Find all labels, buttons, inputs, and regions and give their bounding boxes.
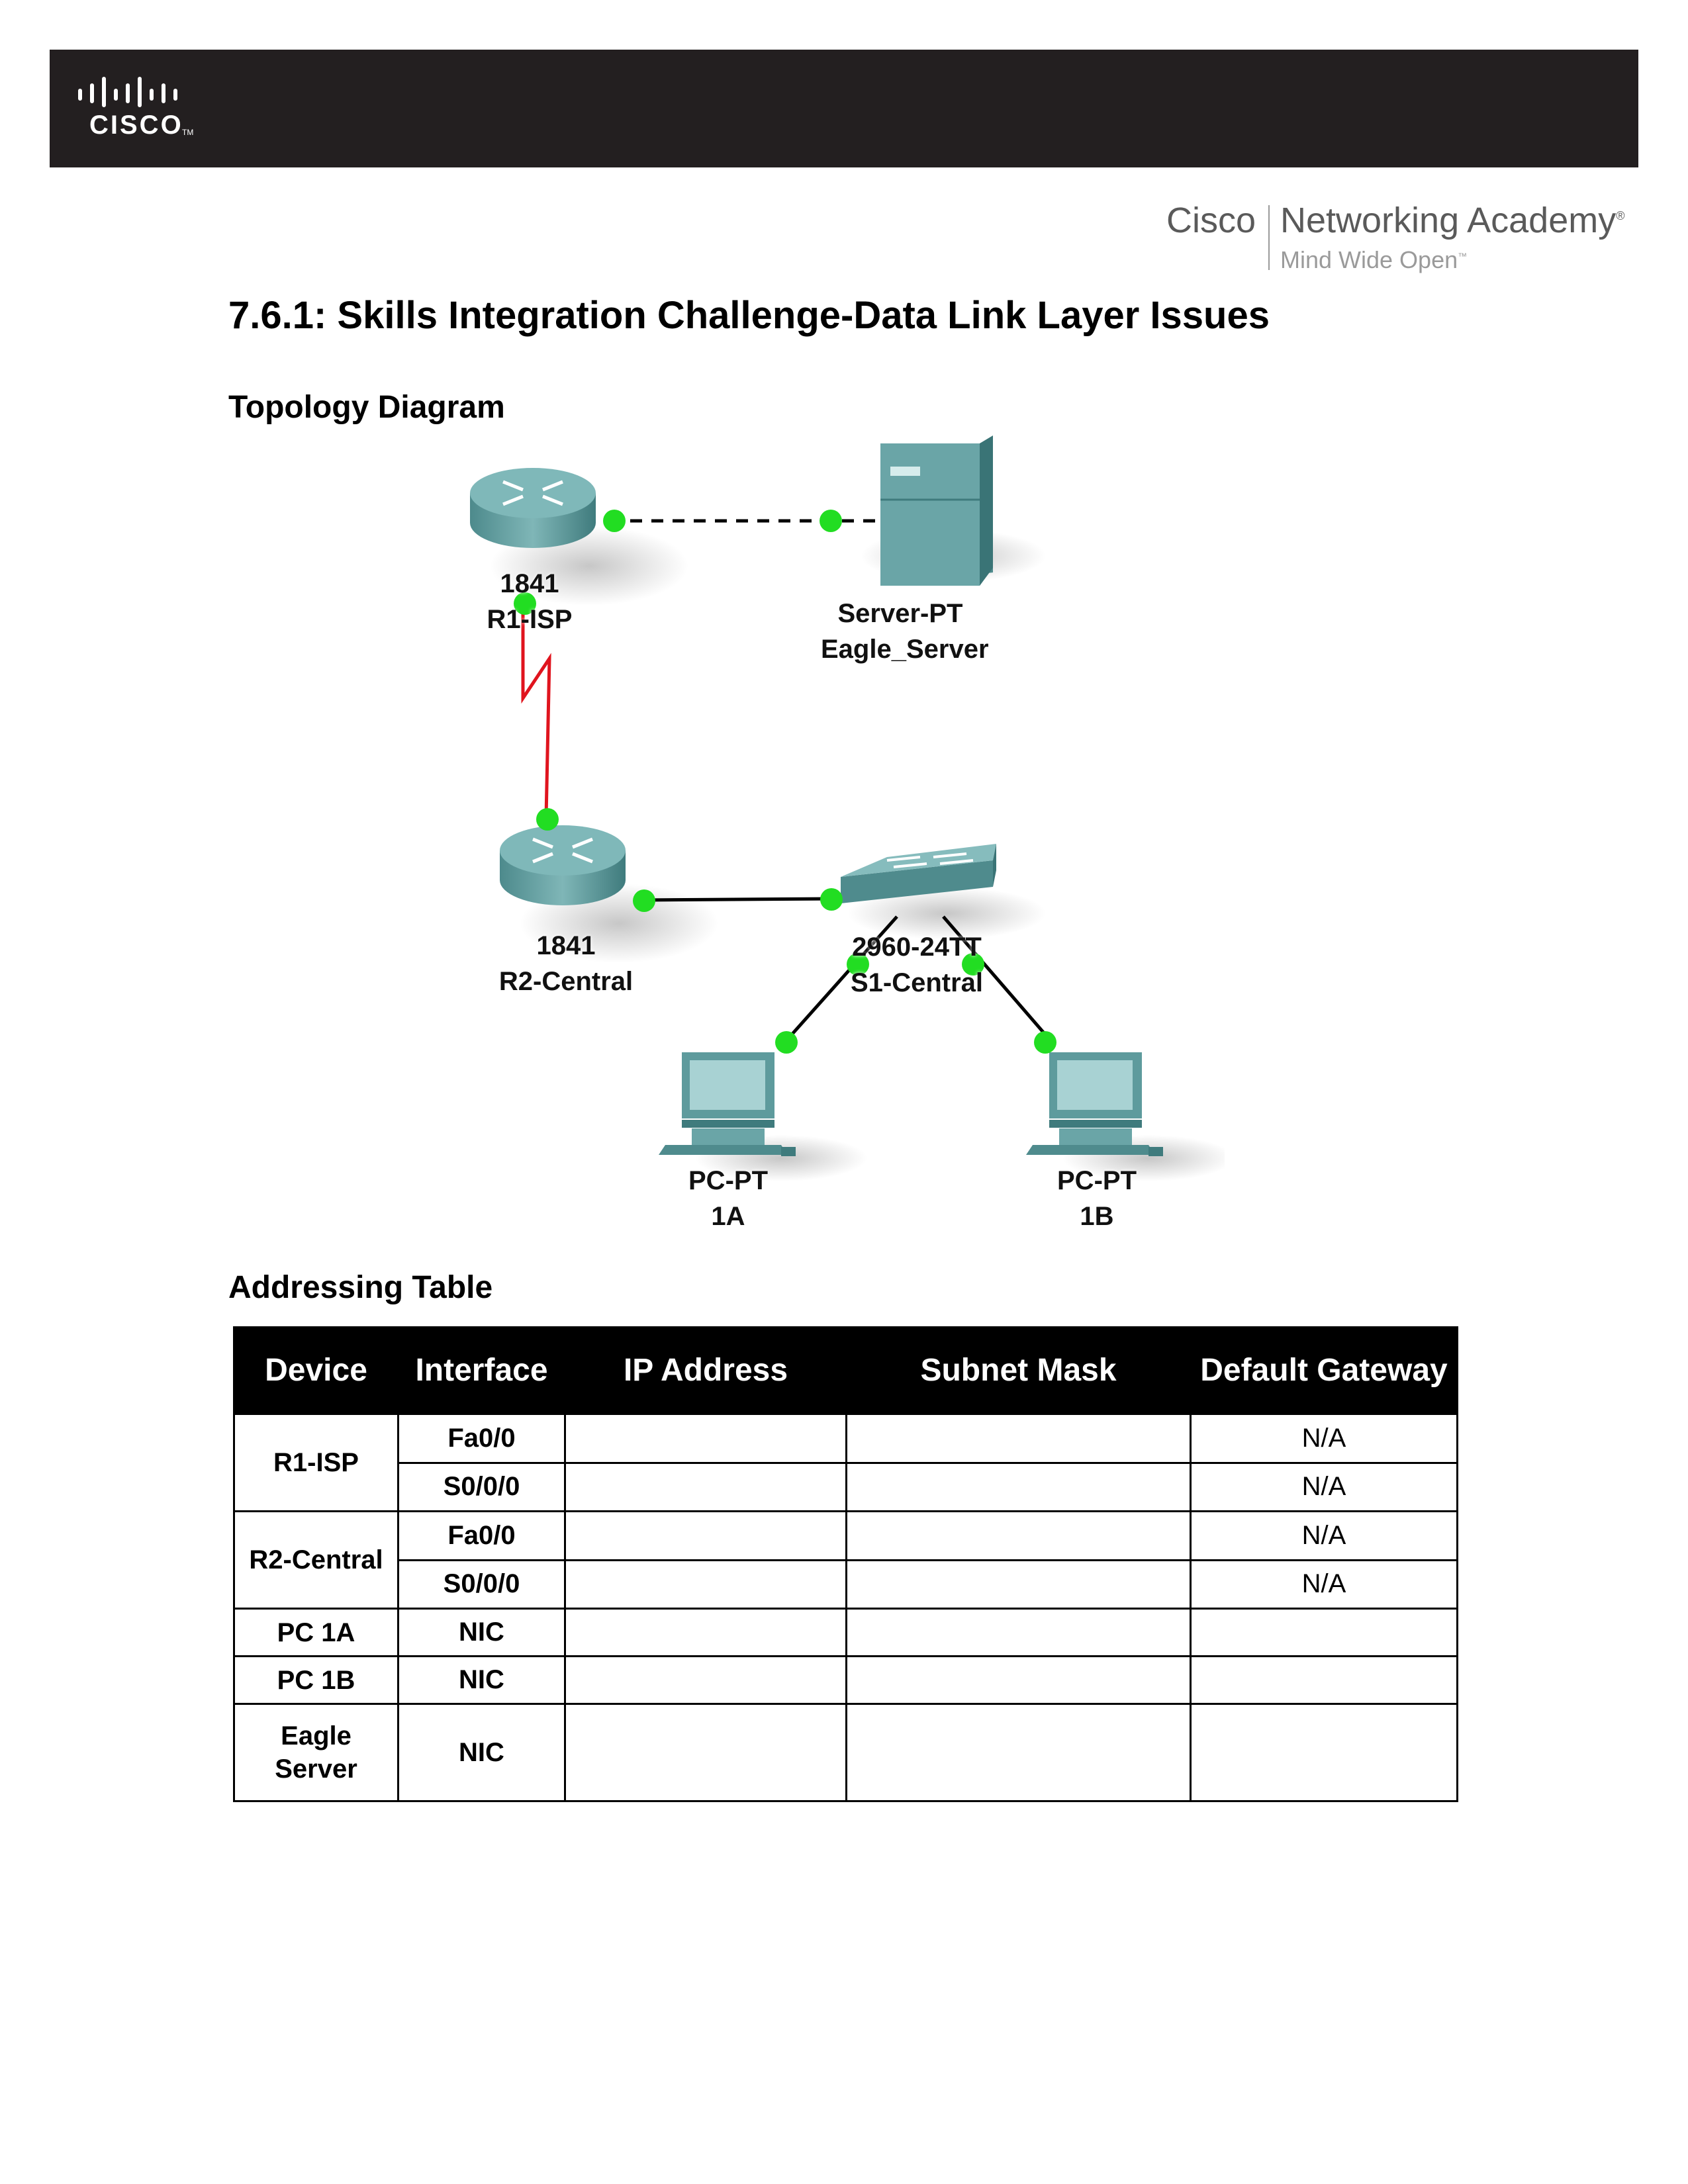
device-cell: R1-ISP: [233, 1413, 399, 1512]
link-switch-pc1a: [786, 915, 898, 1040]
link-up-dot: [775, 1031, 798, 1054]
cisco-logo: CISCO TM: [76, 76, 195, 142]
interface-cell: NIC: [397, 1655, 566, 1705]
link-up-dot: [820, 510, 842, 532]
gateway-cell: N/A: [1190, 1413, 1458, 1464]
gateway-cell: N/A: [1190, 1461, 1458, 1512]
link-up-dot: [633, 889, 655, 912]
interface-cell: Fa0/0: [397, 1510, 566, 1561]
table-row: R2-Central Fa0/0 N/A: [233, 1510, 1458, 1610]
ip-address-cell: [564, 1559, 847, 1610]
link-status-dots: [514, 510, 1056, 1054]
gateway-cell: N/A: [1190, 1559, 1458, 1610]
academy-divider: [1268, 205, 1270, 270]
header-bar: [50, 50, 1638, 167]
device-cell: PC 1A: [233, 1608, 399, 1657]
subnet-mask-cell: [845, 1608, 1192, 1657]
link-up-dot: [962, 953, 984, 976]
subnet-mask-cell: [845, 1655, 1192, 1705]
switch-icon[interactable]: [841, 844, 1046, 940]
header-default-gateway: Default Gateway: [1190, 1326, 1458, 1415]
cisco-logo-tm: TM: [182, 128, 194, 137]
ip-address-cell: [564, 1461, 847, 1512]
subnet-mask-cell: [845, 1461, 1192, 1512]
interface-cell: Fa0/0: [397, 1413, 566, 1464]
link-up-dot: [603, 510, 626, 532]
link-up-dot: [536, 808, 559, 831]
table-row: Eagle Server NIC: [233, 1703, 1458, 1802]
pc-1b-icon[interactable]: [1026, 1052, 1225, 1181]
device-cell: R2-Central: [233, 1510, 399, 1610]
link-up-dot: [514, 592, 536, 615]
router-r1-icon[interactable]: [470, 468, 688, 606]
subnet-mask-cell: [845, 1413, 1192, 1464]
networking-academy-logo: Cisco Networking Academy® Mind Wide Open…: [1166, 196, 1643, 275]
topology-heading: Topology Diagram: [228, 390, 505, 425]
subnet-mask-cell: [845, 1510, 1192, 1561]
interface-cell: NIC: [397, 1608, 566, 1657]
cisco-logo-text: CISCO: [89, 111, 183, 140]
table-row: S0/0/0 N/A: [234, 1559, 1458, 1610]
link-up-dot: [1034, 1031, 1056, 1054]
link-up-dot: [847, 953, 869, 976]
academy-tagline: Mind Wide Open™: [1280, 246, 1468, 273]
academy-name: Networking Academy®: [1280, 201, 1625, 240]
gateway-cell: [1190, 1703, 1458, 1802]
table-header-row: Device Interface IP Address Subnet Mask …: [233, 1326, 1458, 1415]
table-row: PC 1B NIC: [233, 1655, 1458, 1705]
header-interface: Interface: [397, 1326, 566, 1415]
interface-cell: S0/0/0: [397, 1559, 566, 1610]
interface-cell: NIC: [397, 1703, 566, 1802]
table-row: PC 1A NIC: [233, 1608, 1458, 1657]
ip-address-cell: [564, 1510, 847, 1561]
addressing-table: Device Interface IP Address Subnet Mask …: [233, 1326, 1458, 1802]
subnet-mask-cell: [845, 1559, 1192, 1610]
subnet-mask-cell: [845, 1703, 1192, 1802]
table-row: S0/0/0 N/A: [234, 1461, 1458, 1512]
gateway-cell: [1190, 1608, 1458, 1657]
header-device: Device: [233, 1326, 399, 1415]
cisco-bridge-icon: [78, 77, 177, 107]
device-cell: PC 1B: [233, 1655, 399, 1705]
pc-1a-icon[interactable]: [659, 1052, 867, 1181]
document-title: 7.6.1: Skills Integration Challenge-Data…: [228, 294, 1270, 337]
link-r1-r2-serial: [521, 601, 551, 818]
header-ip-address: IP Address: [564, 1326, 847, 1415]
table-row: R1-ISP Fa0/0 N/A: [233, 1413, 1458, 1512]
interface-cell: S0/0/0: [397, 1461, 566, 1512]
ip-address-cell: [564, 1703, 847, 1802]
ip-address-cell: [564, 1413, 847, 1464]
gateway-cell: [1190, 1655, 1458, 1705]
academy-brand: Cisco: [1166, 201, 1256, 240]
ip-address-cell: [564, 1655, 847, 1705]
ip-address-cell: [564, 1608, 847, 1657]
addressing-heading: Addressing Table: [228, 1270, 493, 1305]
link-up-dot: [820, 888, 843, 911]
server-icon[interactable]: [861, 435, 1046, 586]
device-cell: Eagle Server: [233, 1703, 399, 1802]
router-r2-icon[interactable]: [500, 825, 718, 963]
gateway-cell: N/A: [1190, 1510, 1458, 1561]
header-subnet-mask: Subnet Mask: [845, 1326, 1192, 1415]
